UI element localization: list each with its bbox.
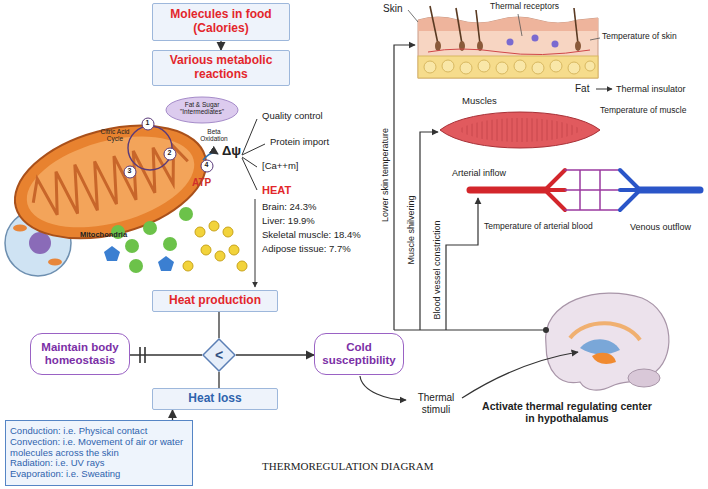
node-text: Evaporation: i.e. Sweating — [10, 469, 120, 480]
connector — [218, 372, 219, 388]
node-text: < — [215, 347, 223, 363]
label: Fat & Sugar "Intermediates" — [172, 101, 232, 116]
process-box: Heat loss — [152, 388, 278, 410]
label: Activate thermal regulating center in hy… — [482, 400, 652, 424]
label: Muscle shilvering — [406, 195, 416, 264]
caption: THERMOREGULATION DIAGRAM — [262, 460, 433, 473]
label: Beta Oxidation — [194, 128, 234, 143]
label: Liver: 19.9% — [262, 216, 315, 227]
mitochondria — [2, 106, 218, 257]
muscle — [440, 112, 600, 148]
node-text: Radiation: i.e. UV rays — [10, 458, 105, 469]
label: 2 — [168, 149, 172, 157]
label: Mitochondria — [80, 231, 127, 240]
input-box: Molecules in food (Calories) — [152, 3, 290, 41]
node-text: Conduction: i.e. Physical contact — [10, 426, 147, 437]
label: Thermal stimuli — [410, 392, 462, 415]
process-box: Various metabolic reactions — [152, 50, 290, 86]
label: Quality control — [262, 111, 323, 122]
connector — [236, 354, 314, 355]
label: Adipose tissue: 7.7% — [262, 244, 351, 255]
label: Blood vessel constriction — [432, 220, 442, 319]
label: Skeletal muscle: 18.4% — [262, 230, 361, 241]
label: Brain: 24.3% — [262, 202, 316, 213]
label: Δψ — [222, 144, 241, 159]
label: Temperature of arterial blood — [484, 222, 593, 232]
connector — [172, 410, 173, 420]
connector — [130, 354, 202, 355]
label: Venous outflow — [630, 222, 691, 232]
label: Fat — [575, 83, 589, 95]
outcome-box: Maintain body homeostasis — [30, 333, 130, 375]
decision-diamond: < — [202, 338, 236, 372]
node-text: Convection: i.e. Movement of air or wate… — [10, 437, 188, 459]
label: Protein import — [270, 137, 329, 148]
node-text: Molecules in food (Calories) — [157, 8, 285, 36]
label: 3 — [128, 167, 132, 175]
cycle — [128, 126, 172, 170]
connector — [220, 41, 221, 50]
label: Thermal insulator — [616, 84, 686, 94]
skin-section — [418, 6, 598, 78]
node-text: Heat loss — [188, 392, 241, 406]
process-box: Heat production — [152, 290, 278, 312]
label: Thermal receptors — [490, 2, 559, 12]
node-text: Cold susceptibility — [319, 341, 399, 367]
label: Temperature of muscle — [600, 106, 686, 116]
label: ATP — [192, 177, 211, 189]
label: Muscles — [462, 96, 497, 107]
label: Lower skin temperature — [380, 128, 390, 222]
node-text: Various metabolic reactions — [157, 54, 285, 82]
label: [Ca++m] — [262, 161, 298, 172]
label: 4 — [205, 161, 209, 169]
brain — [546, 293, 669, 390]
outcome-box: Cold susceptibility — [314, 333, 404, 375]
connector — [218, 312, 219, 338]
label: Citric Acid Cycle — [94, 128, 136, 143]
label: Skin — [383, 3, 402, 15]
node-text: Heat production — [169, 294, 261, 308]
atp-molecules — [104, 207, 247, 273]
intermediates-blob — [166, 97, 238, 123]
label: Temperature of skin — [602, 32, 677, 42]
label: HEAT — [262, 184, 291, 197]
label: Arterial inflow — [452, 168, 506, 178]
note-box: Conduction: i.e. Physical contactConvect… — [5, 420, 193, 486]
label: 1 — [146, 119, 150, 127]
node-text: Maintain body homeostasis — [35, 341, 125, 367]
